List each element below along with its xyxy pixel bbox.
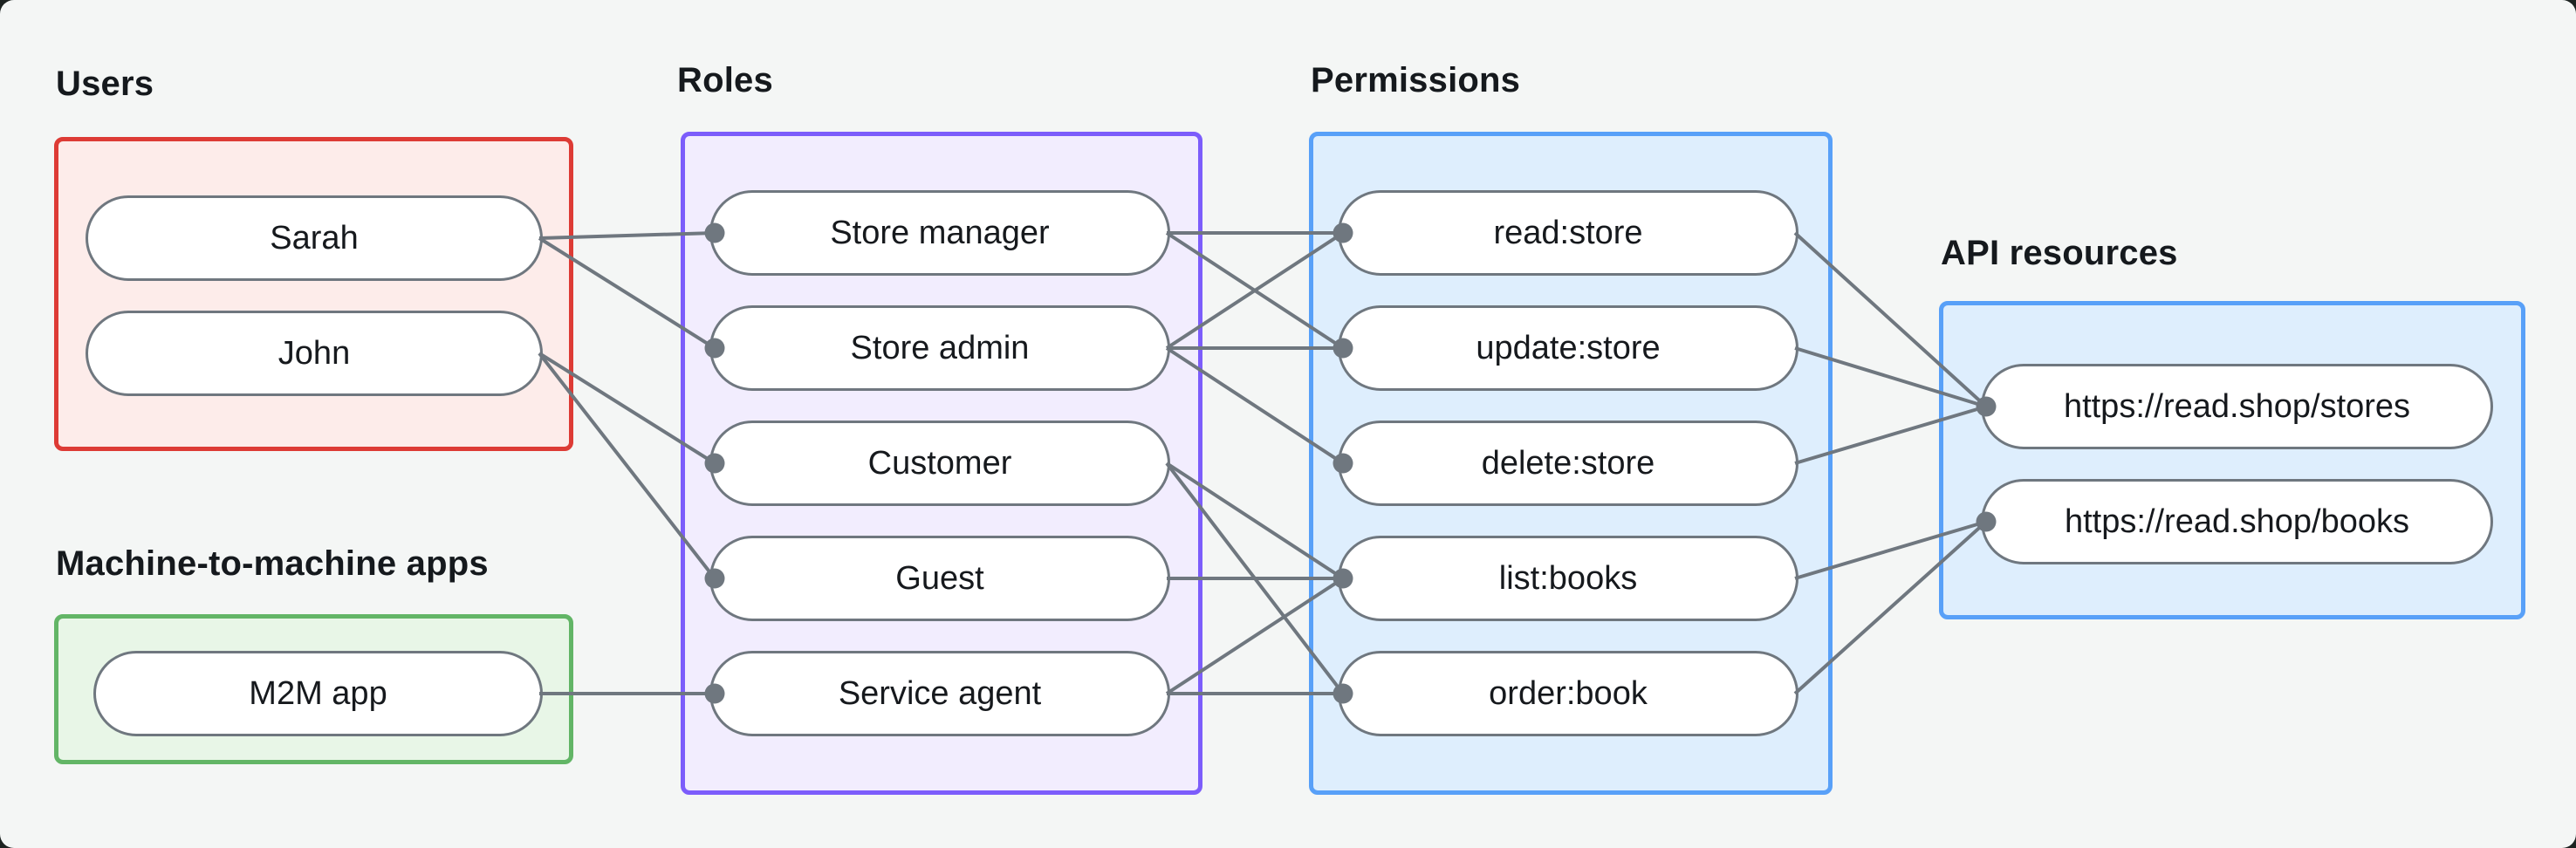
api-resources-group-box <box>1939 301 2525 619</box>
node-role-guest: Guest <box>709 536 1170 621</box>
node-permission-update-store: update:store <box>1338 305 1798 391</box>
node-role-store-admin: Store admin <box>709 305 1170 391</box>
node-user-sarah: Sarah <box>86 195 543 281</box>
node-api-resource-stores: https://read.shop/stores <box>1981 364 2493 449</box>
roles-group-label: Roles <box>677 61 773 99</box>
api-resources-group-label: API resources <box>1941 234 2178 272</box>
m2m-apps-group-label: Machine-to-machine apps <box>56 544 489 583</box>
node-permission-read-store: read:store <box>1338 190 1798 276</box>
node-role-service-agent: Service agent <box>709 651 1170 736</box>
node-permission-list-books: list:books <box>1338 536 1798 621</box>
node-permission-delete-store: delete:store <box>1338 421 1798 506</box>
permissions-group-label: Permissions <box>1311 61 1521 99</box>
node-api-resource-books: https://read.shop/books <box>1981 479 2493 564</box>
node-role-store-manager: Store manager <box>709 190 1170 276</box>
node-m2m-app: M2M app <box>93 651 543 736</box>
users-group-box <box>54 137 573 451</box>
node-user-john: John <box>86 311 543 396</box>
users-group-label: Users <box>56 65 154 103</box>
node-role-customer: Customer <box>709 421 1170 506</box>
node-permission-order-book: order:book <box>1338 651 1798 736</box>
